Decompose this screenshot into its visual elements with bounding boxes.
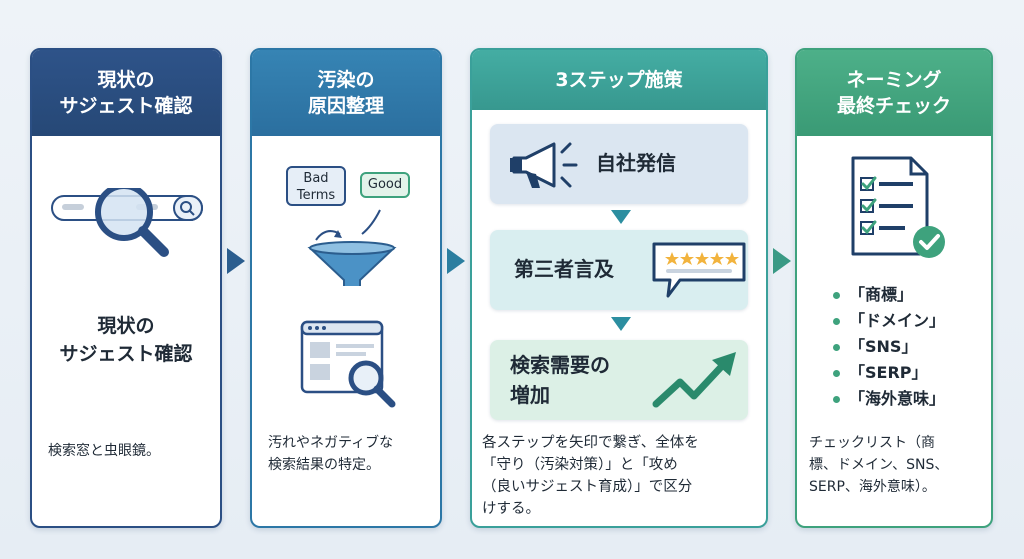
magnifier-search-icon [50, 183, 206, 288]
megaphone-icon [506, 136, 580, 194]
down-arrow-icon [609, 315, 633, 333]
browser-search-icon [300, 320, 400, 412]
funnel-icon [280, 166, 420, 307]
step-label: 第三者言及 [514, 257, 614, 281]
panel-three-steps: 3ステップ施策 自社発信 第三者言及 [470, 48, 768, 528]
list-item: 「ドメイン」 [833, 308, 945, 334]
flow-arrow-icon [771, 246, 793, 276]
panel-header: 3ステップ施策 [472, 50, 766, 110]
review-bubble-icon [650, 240, 750, 302]
list-item: 「SNS」 [833, 334, 945, 360]
list-item: 「海外意味」 [833, 386, 945, 412]
panel-title: 現状の サジェスト確認 [59, 315, 193, 365]
check-list: 「商標」 「ドメイン」 「SNS」 「SERP」 「海外意味」 [833, 282, 945, 412]
panel-cause-analysis: 汚染の 原因整理 Bad Terms Good 汚れやネガティブな 検索結果の特… [250, 48, 442, 528]
panel-header: 汚染の 原因整理 [252, 50, 440, 136]
list-item: 「商標」 [833, 282, 945, 308]
panel-caption: 汚れやネガティブな 検索結果の特定。 [268, 435, 394, 473]
step-label: 検索需要の 増加 [510, 353, 610, 407]
panel-caption: 検索窓と虫眼鏡。 [48, 443, 160, 459]
trend-up-icon [650, 348, 750, 414]
step-label: 自社発信 [596, 151, 676, 175]
panel-naming-check: ネーミング 最終チェック 「商標」 「ドメイ [795, 48, 993, 528]
panel-caption: 各ステップを矢印で繋ぎ、全体を 「守り（汚染対策）」と「攻め （良いサジェスト育… [482, 435, 699, 517]
list-item: 「SERP」 [833, 360, 945, 386]
flow-arrow-icon [445, 246, 467, 276]
down-arrow-icon [609, 208, 633, 226]
bad-terms-label: Bad Terms [286, 166, 346, 206]
step-own-media: 自社発信 [490, 124, 748, 204]
panel-current-suggest: 現状の サジェスト確認 現状の サジェスト確認 検索窓と虫眼鏡。 [30, 48, 222, 528]
panel-caption: チェックリスト（商 標、ドメイン、SNS、 SERP、海外意味）。 [809, 435, 949, 495]
step-third-party: 第三者言及 [490, 230, 748, 310]
step-search-demand: 検索需要の 増加 [490, 340, 748, 420]
panel-header: 現状の サジェスト確認 [32, 50, 220, 136]
flow-arrow-icon [225, 246, 247, 276]
good-label: Good [360, 172, 410, 198]
panel-header: ネーミング 最終チェック [797, 50, 991, 136]
checklist-icon [849, 154, 949, 264]
